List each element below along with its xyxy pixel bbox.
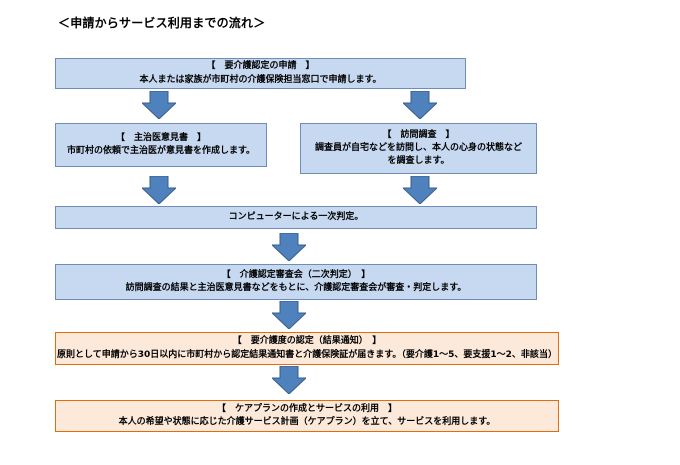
step-care-plan-heading: 【 ケアプランの作成とサービスの利用 】 [216,403,397,414]
step-certification-text: 原則として申請から30日以内に市町村から認定結果通知書と介護保険証が届きます。（… [57,349,557,360]
step-application-box: 【 要介護認定の申請 】 本人または家族が市町村の介護保険担当窓口で申請します。 [55,58,466,89]
down-arrow-icon [142,176,176,204]
step-committee-text: 訪問調査の結果と主治医意見書などをもとに、介護認定審査会が審査・判定します。 [125,283,467,293]
step-home-visit-heading: 【 訪問調査 】 [382,129,455,140]
step-application-heading: 【 要介護認定の申請 】 [206,61,315,72]
step-doctor-opinion-box: 【 主治医意見書 】 市町村の依頼で主治医が意見書を作成します。 [55,123,267,167]
down-arrow-icon [403,176,437,204]
down-arrow-icon [272,301,306,329]
step-computer-judgment-text: コンピューターによる一次判定。 [228,211,364,222]
step-certification-heading: 【 要介護度の認定（結果通知） 】 [232,336,382,347]
down-arrow-icon [403,91,437,119]
step-doctor-opinion-text: 市町村の依頼で主治医が意見書を作成します。 [66,146,256,156]
step-home-visit-box: 【 訪問調査 】 調査員が自宅などを訪問し、本人の心身の状態など を調査します。 [300,123,537,174]
step-committee-heading: 【 介護認定審査会（二次判定） 】 [221,269,371,280]
down-arrow-icon [272,233,306,261]
step-care-plan-box: 【 ケアプランの作成とサービスの利用 】 本人の希望や状態に応じた介護サービス計… [55,400,559,432]
step-committee-box: 【 介護認定審査会（二次判定） 】 訪問調査の結果と主治医意見書などをもとに、介… [55,264,537,300]
down-arrow-icon [142,91,176,119]
step-application-text: 本人または家族が市町村の介護保険担当窓口で申請します。 [139,74,382,85]
step-certification-box: 【 要介護度の認定（結果通知） 】 原則として申請から30日以内に市町村から認定… [55,332,559,365]
page-title: ＜申請からサービス利用までの流れ＞ [58,16,266,30]
step-home-visit-text-line1: 調査員が自宅などを訪問し、本人の心身の状態など [314,142,522,153]
step-computer-judgment-box: コンピューターによる一次判定。 [55,206,537,229]
step-care-plan-text: 本人の希望や状態に応じた介護サービス計画（ケアプラン）を立て、サービスを利用しま… [118,417,496,427]
down-arrow-icon [272,366,306,394]
step-doctor-opinion-heading: 【 主治医意見書 】 [115,132,206,143]
step-home-visit-text-line2: を調査します。 [387,156,450,167]
